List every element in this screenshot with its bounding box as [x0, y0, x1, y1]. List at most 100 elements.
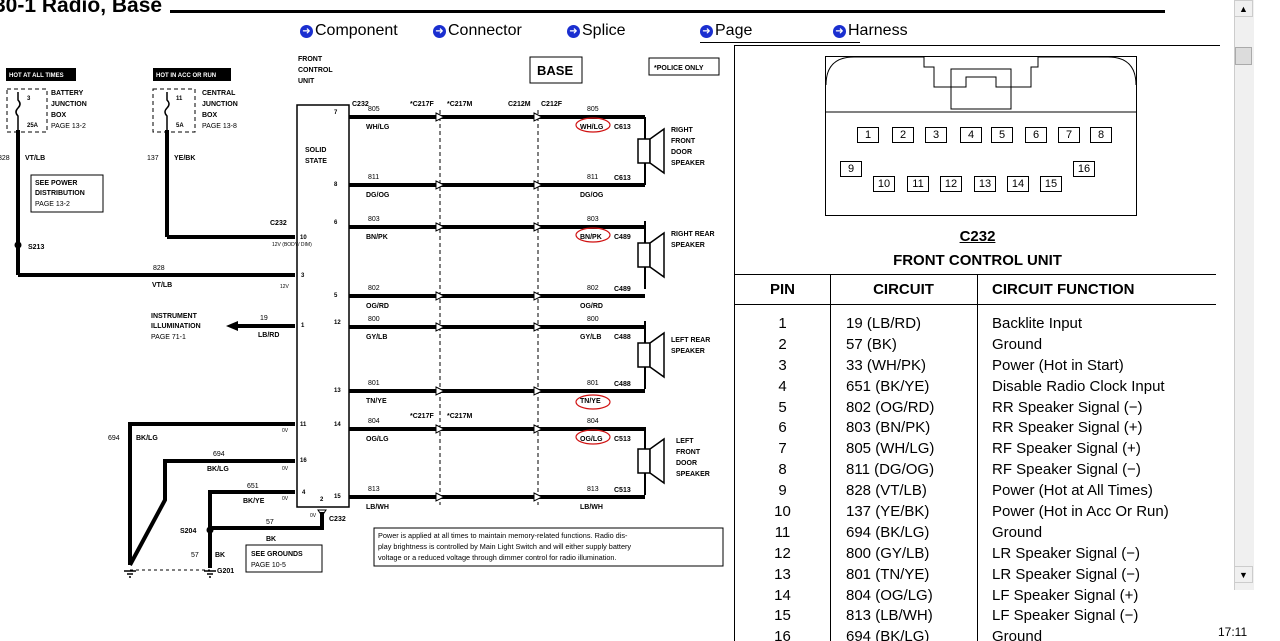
vertical-scrollbar[interactable]: [1234, 0, 1254, 590]
connector-pin: 1: [857, 127, 879, 143]
wire-color: OG/RD: [366, 303, 389, 310]
connector-label: C232: [352, 101, 369, 108]
connector-label: C489: [614, 234, 631, 241]
wire-color: BK/LG: [207, 466, 229, 473]
wire-color: BK: [215, 552, 225, 559]
circuit-cell: 804 (OG/LG): [830, 584, 978, 606]
function-cell: Disable Radio Clock Input: [992, 377, 1165, 395]
wire-circuit: 694: [108, 435, 120, 442]
page-title: 30-1 Radio, Base: [0, 0, 163, 17]
speaker-cone-icon: [649, 231, 665, 279]
connector-label: C513: [614, 436, 631, 443]
arrow-icon: ➜: [433, 24, 446, 38]
inline-connector-icon: [533, 424, 544, 434]
wire-color: YE/BK: [174, 155, 195, 162]
function-cell: RF Speaker Signal (+): [992, 440, 1141, 458]
wire-color: DG/OG: [580, 192, 604, 199]
nav-label: Page: [715, 22, 753, 39]
speaker-icon: [637, 138, 651, 164]
nav-page-link[interactable]: ➜Page: [700, 22, 752, 40]
wire-color: VT/LB: [25, 155, 45, 162]
pin-cell: 1: [735, 313, 831, 334]
wire-color: TN/YE: [366, 398, 387, 405]
pin-number: 7: [334, 110, 338, 116]
inline-connector-icon: [435, 291, 446, 301]
wire-circuit: 137: [147, 155, 159, 162]
wire-circuit: 802: [587, 285, 599, 292]
connector-label: C488: [614, 334, 631, 341]
inline-connector-icon: [435, 492, 446, 502]
speaker-label: SPEAKER: [671, 348, 705, 355]
connector-id: C232: [959, 228, 996, 245]
voltage-label: 0V: [282, 428, 289, 434]
scroll-down-button[interactable]: ▼: [1234, 566, 1253, 583]
power-dist-label: SEE POWER: [35, 180, 77, 187]
wire-circuit: 694: [213, 451, 225, 458]
speaker-label: SPEAKER: [671, 160, 705, 167]
central-jb-label: CENTRAL: [202, 90, 236, 97]
scroll-thumb[interactable]: [1235, 47, 1252, 65]
connector-pin: 2: [892, 127, 914, 143]
wire-color: BK/LG: [136, 435, 158, 442]
wire-color: OG/RD: [580, 303, 603, 310]
nav-label: Component: [315, 22, 398, 39]
circuit-cell: 811 (DG/OG): [830, 459, 978, 481]
title-rule: [170, 10, 1165, 13]
wire-circuit: 811: [368, 174, 379, 181]
fuse-rating: 25A: [27, 123, 39, 129]
note-text: Power is applied at all times to maintai…: [378, 531, 628, 540]
speaker-label: LEFT: [676, 438, 694, 445]
scroll-up-button[interactable]: ▲: [1234, 0, 1253, 17]
connector-pin: 3: [925, 127, 947, 143]
wire-circuit: 803: [587, 216, 599, 223]
power-dist-label: DISTRIBUTION: [35, 190, 85, 197]
hot-at-all-times-label: HOT AT ALL TIMES: [9, 73, 64, 79]
connector-label: *C217M: [447, 413, 472, 420]
wire-circuit: 801: [587, 380, 599, 387]
function-cell: Ground: [992, 523, 1043, 541]
nav-component-link[interactable]: ➜Component: [300, 22, 398, 40]
connector-pin: 10: [873, 176, 895, 192]
pin-cell: 9: [735, 480, 831, 502]
connector-label: *C217M: [447, 101, 472, 108]
speaker-label: LEFT REAR: [671, 337, 710, 344]
function-cell: Power (Hot at All Times): [992, 482, 1153, 500]
function-cell: LF Speaker Signal (−): [992, 607, 1139, 625]
note-box: [373, 527, 724, 567]
pin-number: 11: [300, 422, 307, 428]
police-only-box: [648, 57, 720, 76]
speaker-cone-icon: [649, 437, 665, 485]
wire-circuit: 828: [0, 155, 10, 162]
arrow-icon: ➜: [567, 24, 580, 38]
pin-cell: 6: [735, 417, 831, 439]
connector-pin: 4: [960, 127, 982, 143]
nav-splice-link[interactable]: ➜Splice: [567, 22, 626, 40]
speaker-label: DOOR: [676, 460, 697, 467]
circuit-cell: 33 (WH/PK): [830, 354, 978, 376]
fuse-icon: [15, 92, 21, 130]
nav-connector-link[interactable]: ➜Connector: [433, 22, 522, 40]
base-box: [529, 56, 583, 84]
pin-number: 2: [320, 497, 324, 503]
instr-illum-label: ILLUMINATION: [151, 323, 201, 330]
connector-label: C489: [614, 286, 631, 293]
wire-circuit: 803: [368, 216, 380, 223]
central-junction-box: [152, 88, 196, 133]
fcu-label: UNIT: [298, 78, 315, 85]
nav-harness-link[interactable]: ➜Harness: [833, 22, 908, 40]
arrow-icon: ➜: [700, 24, 713, 38]
note-text: play brightness is controlled by Main Li…: [378, 542, 631, 551]
pin-cell: 3: [735, 354, 831, 376]
clock-text: 17:11: [1218, 625, 1248, 639]
connector-label: C232: [270, 220, 287, 227]
splice-s204: S204: [180, 528, 196, 535]
